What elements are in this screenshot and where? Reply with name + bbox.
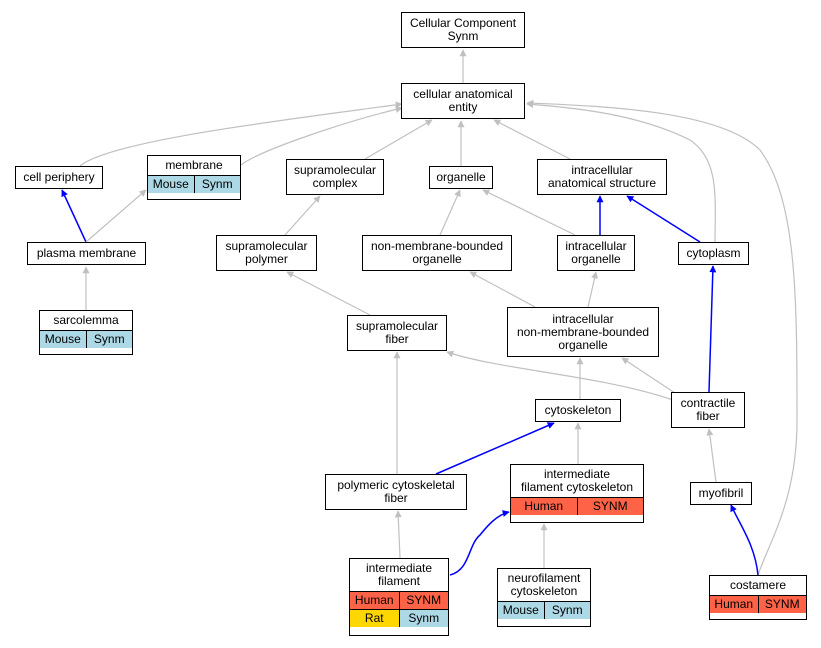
node-label: cytoskeleton <box>544 403 612 417</box>
node-label: intracellular anatomical structure <box>547 163 657 190</box>
node-label: cellular anatomical entity <box>413 87 513 114</box>
edge-contractile-fiber-to-cytoplasm <box>708 265 717 393</box>
node-label: intracellular non-membrane-bounded organ… <box>516 311 650 352</box>
node-myofibril[interactable]: myofibril <box>690 482 752 505</box>
gene-label[interactable]: Synm <box>543 602 590 619</box>
node-label: costamere <box>729 578 787 592</box>
edge-cell-periphery-to-cae <box>79 101 403 167</box>
edge-plasma-membrane-to-cell-periphery <box>61 189 87 243</box>
node-supramolecular-complex[interactable]: supramolecular complex <box>286 159 384 195</box>
node-supramolecular-fiber[interactable]: supramolecular fiber <box>347 315 447 351</box>
node-label: supramolecular polymer <box>225 239 308 266</box>
node-label: membrane <box>165 158 223 172</box>
gene-label[interactable]: Synm <box>398 610 448 627</box>
gene-label[interactable]: Synm <box>193 176 240 193</box>
node-label: non-membrane-bounded organelle <box>370 239 504 266</box>
gene-label[interactable]: SYNM <box>398 592 448 609</box>
node-cell-periphery[interactable]: cell periphery <box>15 166 103 189</box>
node-cc-synm[interactable]: Cellular Component Synm <box>401 12 525 48</box>
edge-intracellular-nmb-organelle-to-intracellular-organelle <box>587 271 599 308</box>
edge-contractile-fiber-to-supramolecular-fiber <box>446 350 674 401</box>
species-label[interactable]: Mouse <box>498 602 544 619</box>
node-label: polymeric cytoskeletal fiber <box>337 478 455 505</box>
node-nmb-organelle[interactable]: non-membrane-bounded organelle <box>362 235 512 271</box>
node-plasma-membrane[interactable]: plasma membrane <box>27 242 146 265</box>
edge-cytoplasm-to-intracellular-anatomical-structure <box>626 195 701 243</box>
node-label: cytoplasm <box>686 246 741 260</box>
edge-plasma-membrane-to-membrane <box>85 189 147 243</box>
edge-supramolecular-fiber-to-supramolecular-polymer <box>286 271 371 316</box>
node-label: plasma membrane <box>36 246 137 260</box>
node-intracellular-nmb-organelle[interactable]: intracellular non-membrane-bounded organ… <box>507 307 659 357</box>
species-label[interactable]: Rat <box>350 610 399 627</box>
node-label: contractile fiber <box>680 396 736 423</box>
edge-intracellular-nmb-organelle-to-nmb-organelle <box>469 271 536 308</box>
node-polymeric-cytoskeletal-fiber[interactable]: polymeric cytoskeletal fiber <box>325 474 467 510</box>
gene-label[interactable]: SYNM <box>576 498 643 515</box>
species-label[interactable]: Human <box>710 596 758 613</box>
node-intracellular-anatomical-structure[interactable]: intracellular anatomical structure <box>537 159 667 195</box>
edge-cytoplasm-to-cae <box>526 100 716 243</box>
edge-polymeric-cytoskeletal-fiber-to-cytoskeleton <box>435 422 555 475</box>
species-label[interactable]: Mouse <box>40 331 86 348</box>
node-label: intracellular organelle <box>565 239 627 266</box>
node-label: intermediate filament cytoskeleton <box>520 467 634 494</box>
edge-membrane-to-cae <box>240 106 403 166</box>
node-cytoplasm[interactable]: cytoplasm <box>678 242 749 265</box>
edge-intracellular-organelle-to-organelle <box>482 189 576 236</box>
node-label: supramolecular fiber <box>355 319 439 346</box>
edge-intermediate-filament-to-intermediate-filament-cytoskeleton <box>449 510 510 576</box>
node-cytoskeleton[interactable]: cytoskeleton <box>535 399 621 422</box>
edge-costamere-to-cae <box>526 99 798 576</box>
node-label: organelle <box>436 170 486 184</box>
edge-intracellular-anatomical-structure-to-cae <box>493 119 571 160</box>
species-label[interactable]: Mouse <box>148 176 194 193</box>
edge-contractile-fiber-to-intracellular-nmb-organelle <box>621 357 679 396</box>
edge-nmb-organelle-to-organelle <box>439 189 461 236</box>
node-label: intermediate filament <box>365 561 433 588</box>
edge-costamere-to-myofibril <box>730 504 759 576</box>
node-intracellular-organelle[interactable]: intracellular organelle <box>557 235 635 271</box>
node-label: supramolecular complex <box>293 163 377 190</box>
node-supramolecular-polymer[interactable]: supramolecular polymer <box>216 235 317 271</box>
node-contractile-fiber[interactable]: contractile fiber <box>671 392 745 428</box>
node-label: neurofilament cytoskeleton <box>507 571 581 598</box>
species-label[interactable]: Human <box>511 498 577 515</box>
edge-supramolecular-complex-to-cae <box>364 119 433 160</box>
edge-supramolecular-polymer-to-supramolecular-complex <box>284 195 321 236</box>
node-label: Cellular Component Synm <box>409 16 517 43</box>
gene-label[interactable]: Synm <box>85 331 132 348</box>
species-label[interactable]: Human <box>350 592 399 609</box>
node-label: cell periphery <box>23 170 95 184</box>
node-cae[interactable]: cellular anatomical entity <box>401 83 525 119</box>
edge-myofibril-to-contractile-fiber <box>706 428 717 483</box>
edge-intermediate-filament-to-polymeric-cytoskeletal-fiber <box>394 510 402 559</box>
node-label: myofibril <box>698 486 744 500</box>
gene-label[interactable]: SYNM <box>757 596 806 613</box>
node-organelle[interactable]: organelle <box>429 166 493 189</box>
node-label: sarcolemma <box>53 313 119 327</box>
